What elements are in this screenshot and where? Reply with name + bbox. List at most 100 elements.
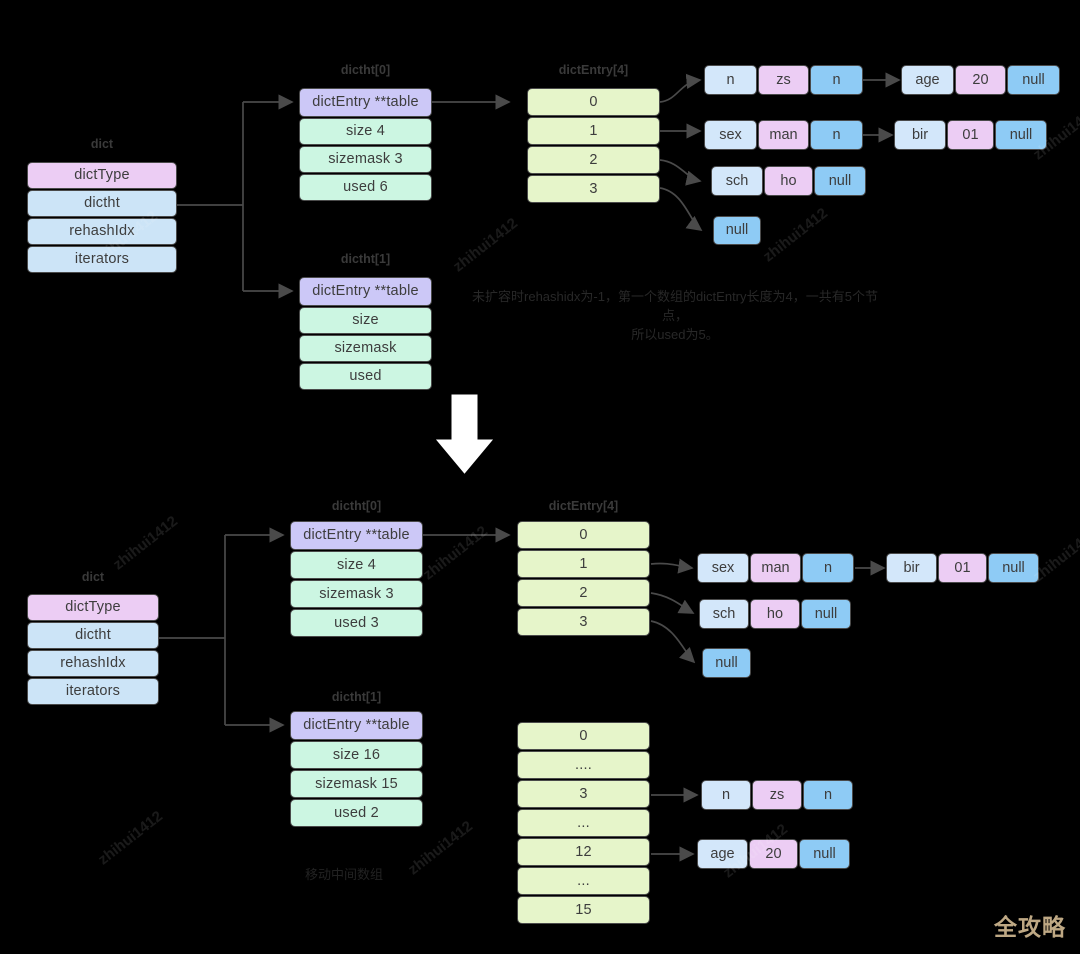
bottom-dictht1-field-size[interactable]: size 16	[290, 741, 423, 769]
entry-next[interactable]: null	[1007, 65, 1060, 95]
entry-key[interactable]: sex	[697, 553, 749, 583]
top-dictht0-field-used[interactable]: used 6	[299, 174, 432, 201]
bottom-dictht0-field-table[interactable]: dictEntry **table	[290, 521, 423, 550]
entry-next[interactable]: n	[810, 120, 863, 150]
bottom-dictht0-caption: dictht[0]	[331, 499, 382, 513]
top-dictht0-field-table[interactable]: dictEntry **table	[299, 88, 432, 117]
entry-key[interactable]: sex	[704, 120, 757, 150]
entry-next[interactable]: null	[988, 553, 1039, 583]
watermark: zhihui1412	[450, 214, 521, 276]
top-dictht1-field-size[interactable]: size	[299, 307, 432, 334]
top-slot-3[interactable]: 3	[527, 175, 660, 203]
entry-value[interactable]: zs	[752, 780, 802, 810]
bottom-dictentry-table: 0 1 2 3	[517, 521, 650, 636]
bottom-dict-field-dictType[interactable]: dictType	[27, 594, 159, 621]
entry-next[interactable]: n	[803, 780, 853, 810]
bottom-slot-2[interactable]: 2	[517, 579, 650, 607]
bottom-dictht0-field-sizemask[interactable]: sizemask 3	[290, 580, 423, 608]
entry-value[interactable]: man	[758, 120, 809, 150]
top-slot-2[interactable]: 2	[527, 146, 660, 174]
entry-value[interactable]: 20	[749, 839, 798, 869]
bigtable-slot-0[interactable]: 0	[517, 722, 650, 750]
entry-value[interactable]: ho	[750, 599, 800, 629]
top-dictentry-caption: dictEntry[4]	[558, 63, 629, 77]
watermark: zhihui1412	[760, 204, 831, 266]
bottom-dictht1-field-used[interactable]: used 2	[290, 799, 423, 827]
bottom-chain1-node1: bir 01 null	[886, 553, 1039, 583]
bottom-dictht0-field-used[interactable]: used 3	[290, 609, 423, 637]
entry-value[interactable]: ho	[764, 166, 813, 196]
bottom-slot-0[interactable]: 0	[517, 521, 650, 549]
entry-key[interactable]: bir	[886, 553, 937, 583]
entry-value[interactable]: 01	[938, 553, 987, 583]
bottom-big-table: 0 .... 3 ... 12 ... 15	[517, 722, 650, 924]
bottom-annotation: 移动中间数组	[305, 867, 384, 882]
entry-next[interactable]: null	[801, 599, 851, 629]
top-slot-1[interactable]: 1	[527, 117, 660, 145]
top-chain2-node0: sch ho null	[711, 166, 866, 196]
bigtable-slot-3[interactable]: 3	[517, 780, 650, 808]
top-dictht0-field-sizemask[interactable]: sizemask 3	[299, 146, 432, 173]
top-dictht0-struct: dictEntry **table size 4 sizemask 3 used…	[299, 88, 432, 201]
top-chain0-node0: n zs n	[704, 65, 863, 95]
bottom-dict-field-rehashIdx[interactable]: rehashIdx	[27, 650, 159, 677]
bottom-dict-caption: dict	[81, 570, 105, 584]
bottom-dict-field-iterators[interactable]: iterators	[27, 678, 159, 705]
entry-value[interactable]: 01	[947, 120, 994, 150]
top-dictht1-field-table[interactable]: dictEntry **table	[299, 277, 432, 306]
entry-next[interactable]: n	[810, 65, 863, 95]
entry-key[interactable]: age	[901, 65, 954, 95]
bigtable-slot-ellipsis-3[interactable]: ...	[517, 867, 650, 895]
top-dictht1-caption: dictht[1]	[340, 252, 391, 266]
bottom-dictht1-field-sizemask[interactable]: sizemask 15	[290, 770, 423, 798]
entry-next[interactable]: null	[702, 648, 751, 678]
bottom-slot-3[interactable]: 3	[517, 608, 650, 636]
bottom-dictht0-field-size[interactable]: size 4	[290, 551, 423, 579]
top-dict-field-rehashIdx[interactable]: rehashIdx	[27, 218, 177, 245]
bottom-slot-1[interactable]: 1	[517, 550, 650, 578]
top-dict-caption: dict	[90, 137, 114, 151]
entry-value[interactable]: 20	[955, 65, 1006, 95]
entry-key[interactable]: n	[701, 780, 751, 810]
entry-next[interactable]: null	[799, 839, 850, 869]
top-dictht1-struct: dictEntry **table size sizemask used	[299, 277, 432, 390]
top-dictht0-field-size[interactable]: size 4	[299, 118, 432, 145]
entry-key[interactable]: sch	[711, 166, 763, 196]
bigtable-slot-12[interactable]: 12	[517, 838, 650, 866]
top-dict-field-dictht[interactable]: dictht	[27, 190, 177, 217]
entry-key[interactable]: bir	[894, 120, 946, 150]
bottom-dict-struct: dictType dictht rehashIdx iterators	[27, 594, 159, 705]
top-dict-field-dictType[interactable]: dictType	[27, 162, 177, 189]
top-dictentry-table: 0 1 2 3	[527, 88, 660, 203]
bottom-dictht1-field-table[interactable]: dictEntry **table	[290, 711, 423, 740]
top-slot-0[interactable]: 0	[527, 88, 660, 116]
top-dictht1-field-used[interactable]: used	[299, 363, 432, 390]
bottom-dictht0-struct: dictEntry **table size 4 sizemask 3 used…	[290, 521, 423, 637]
top-dictht1-field-sizemask[interactable]: sizemask	[299, 335, 432, 362]
bottom-bigchain-slot12-node: age 20 null	[697, 839, 850, 869]
entry-key[interactable]: sch	[699, 599, 749, 629]
top-chain1-node1: bir 01 null	[894, 120, 1047, 150]
top-dict-field-iterators[interactable]: iterators	[27, 246, 177, 273]
entry-key[interactable]: n	[704, 65, 757, 95]
bottom-dictht1-caption: dictht[1]	[331, 690, 382, 704]
bigtable-slot-ellipsis-1[interactable]: ....	[517, 751, 650, 779]
entry-value[interactable]: man	[750, 553, 801, 583]
bottom-dictentry-caption: dictEntry[4]	[548, 499, 619, 513]
entry-next[interactable]: n	[802, 553, 854, 583]
site-logo: 全攻略	[994, 914, 1066, 940]
bottom-dict-field-dictht[interactable]: dictht	[27, 622, 159, 649]
bigtable-slot-15[interactable]: 15	[517, 896, 650, 924]
entry-key[interactable]: age	[697, 839, 748, 869]
top-dict-struct: dictType dictht rehashIdx iterators	[27, 162, 177, 273]
bigtable-slot-ellipsis-2[interactable]: ...	[517, 809, 650, 837]
top-chain1-node0: sex man n	[704, 120, 863, 150]
bottom-chain3-null: null	[702, 648, 751, 678]
entry-next[interactable]: null	[713, 216, 761, 245]
entry-next[interactable]: null	[995, 120, 1047, 150]
top-chain0-node1: age 20 null	[901, 65, 1060, 95]
entry-next[interactable]: null	[814, 166, 866, 196]
entry-value[interactable]: zs	[758, 65, 809, 95]
bottom-bigchain-slot3-node: n zs n	[701, 780, 853, 810]
